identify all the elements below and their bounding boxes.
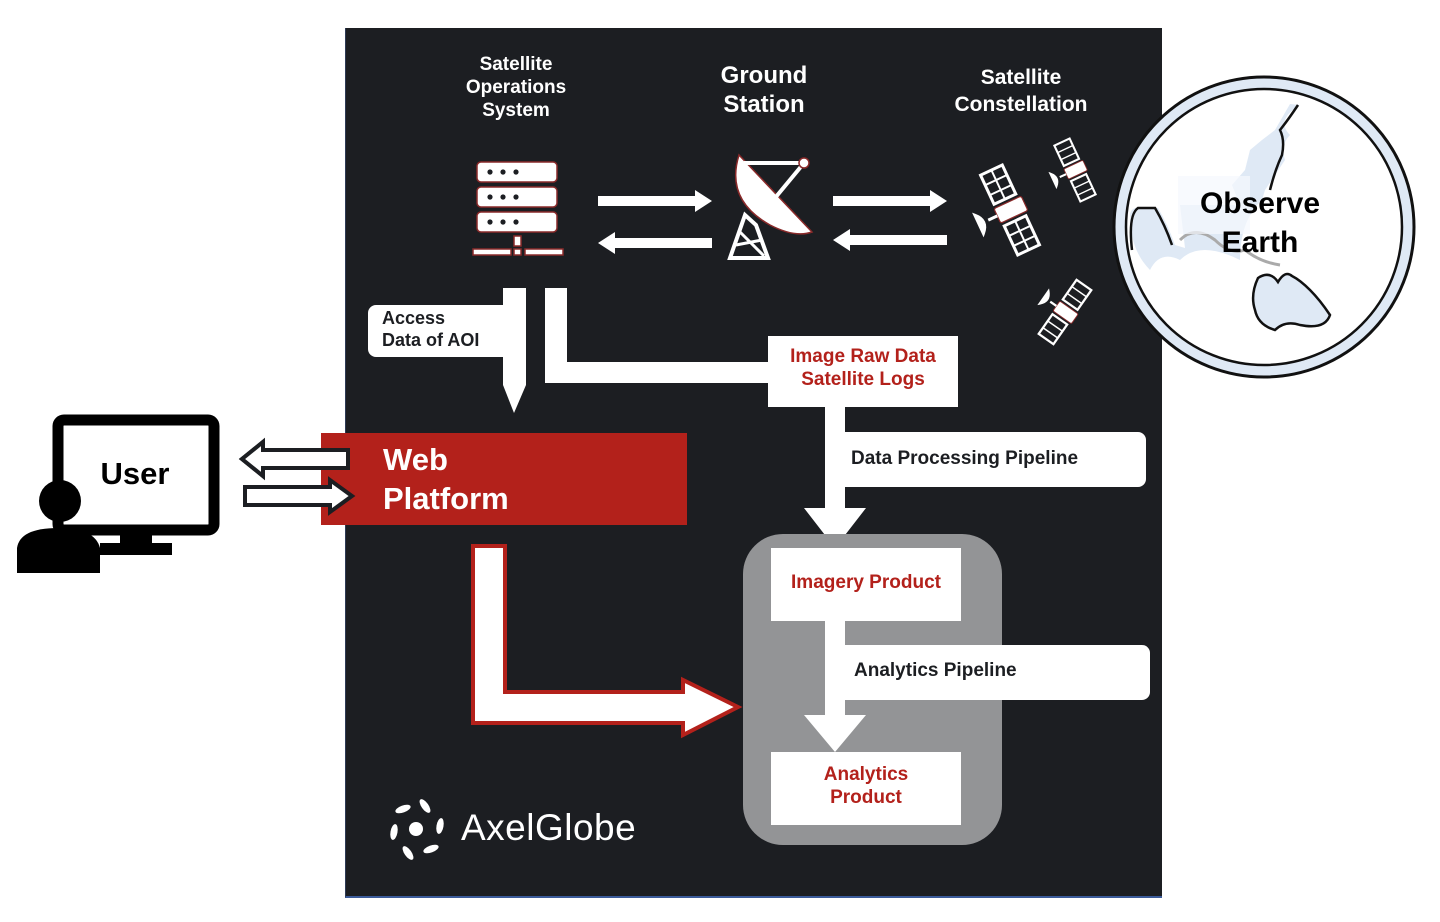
data-processing-edge-label: Data Processing Pipeline (845, 432, 1146, 487)
axelglobe-brand-name: AxelGlobe (461, 807, 637, 848)
user-computer-icon (17, 414, 220, 573)
arrow-ops-to-rawdata (545, 288, 770, 383)
raw-data-node[interactable]: Image Raw Data Satellite Logs (768, 336, 958, 407)
earth-label: Observe Earth (1199, 187, 1321, 259)
arrow-ops-to-ground (598, 190, 712, 212)
web-platform-node[interactable]: Web Platform (321, 433, 687, 525)
arrow-web-to-products (471, 544, 743, 739)
arrow-constellation-to-ground (833, 229, 947, 251)
satellite-icon (972, 137, 1098, 346)
sat-ops-label: Satellite Operations System (465, 54, 567, 121)
ground-station-label: Ground Station (720, 62, 808, 118)
axelglobe-logo-icon (390, 799, 444, 860)
arrow-rawdata-to-imagery (804, 405, 866, 548)
analytics-pipeline-edge-label: Analytics Pipeline (845, 645, 1150, 700)
satellite-dish-icon (727, 153, 814, 260)
access-aoi-edge-label: Access Data of AOI (368, 305, 503, 357)
arrow-imagery-to-analytics (804, 620, 866, 752)
arrow-ground-to-ops (598, 232, 712, 254)
globe-icon (1112, 75, 1416, 379)
constellation-label: Satellite Constellation (954, 66, 1088, 117)
arrow-ops-to-web (503, 288, 526, 413)
imagery-product-node[interactable]: Imagery Product (771, 548, 961, 621)
user-label: User (100, 456, 170, 491)
analytics-product-node[interactable]: Analytics Product (771, 752, 961, 825)
server-icon (472, 161, 564, 256)
arrow-ground-to-constellation (833, 190, 947, 212)
